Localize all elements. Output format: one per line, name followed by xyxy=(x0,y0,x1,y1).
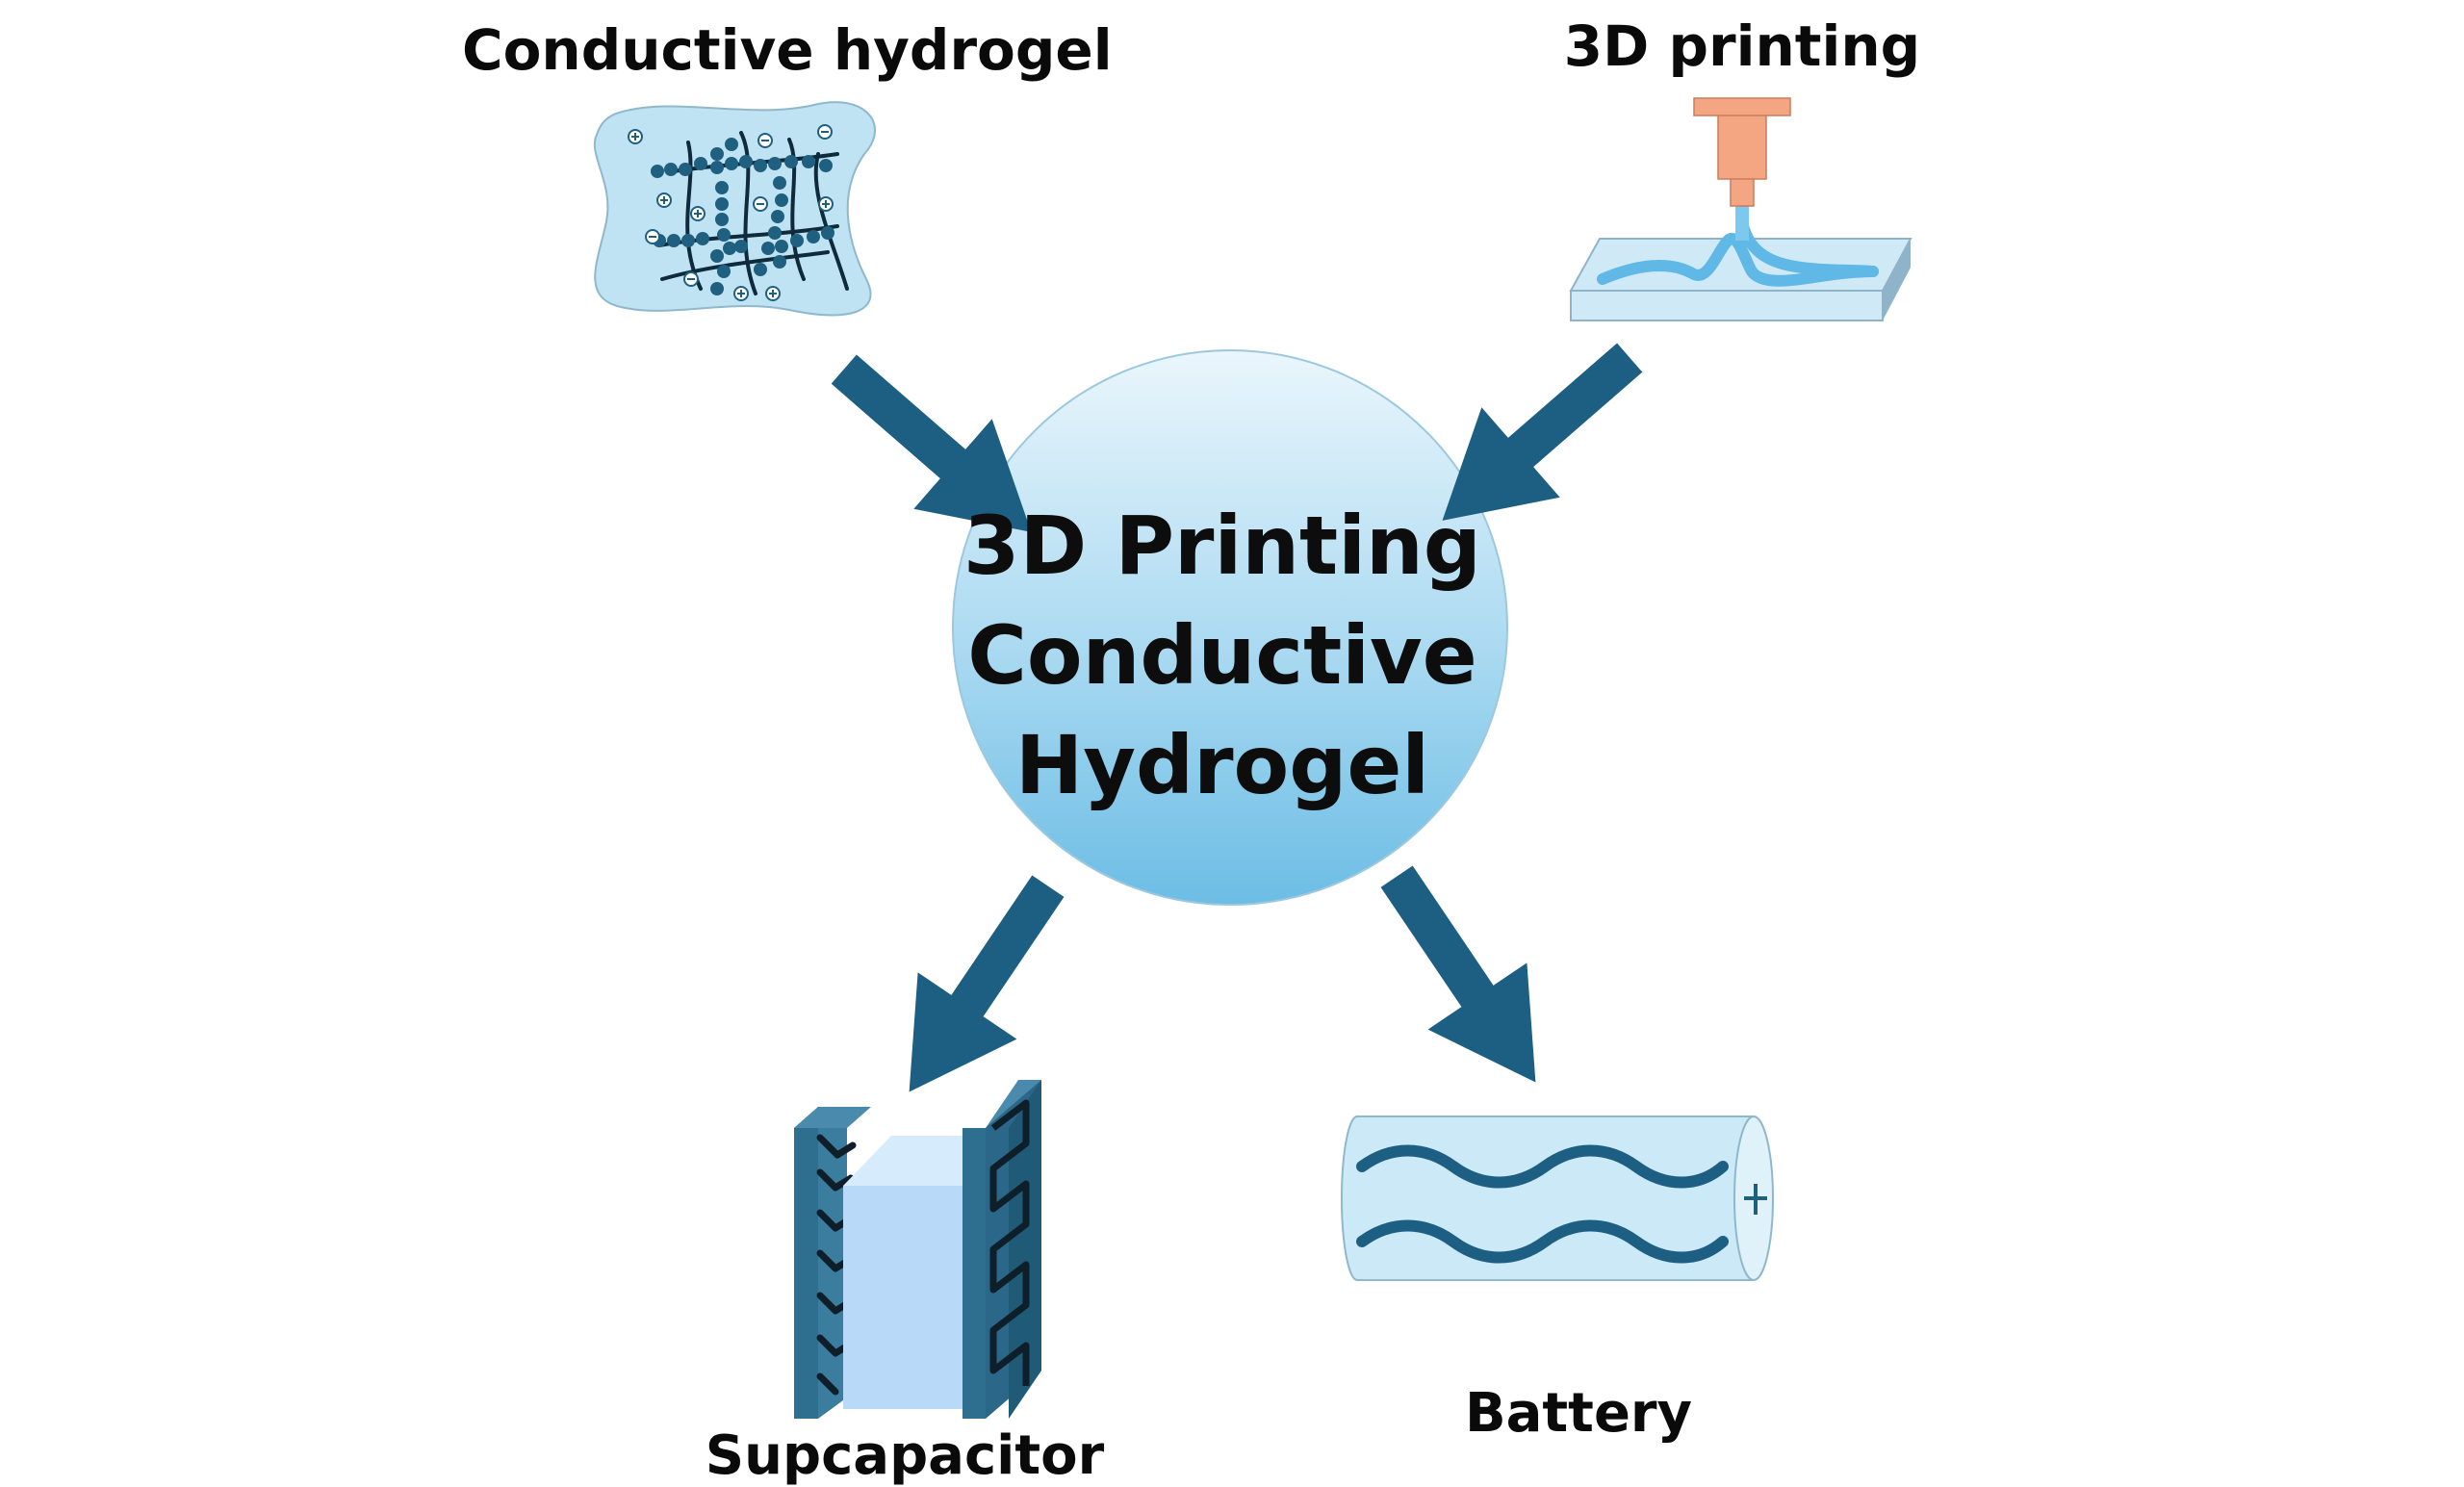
center-title-line-1: 3D Printing xyxy=(963,499,1481,593)
center-title-line-3: Hydrogel xyxy=(1014,718,1430,812)
hydrogel-blob xyxy=(593,101,876,317)
electrode-serpentine xyxy=(989,1099,1030,1386)
arrow-printing-to-center xyxy=(1442,343,1643,521)
battery-waves xyxy=(1356,1144,1729,1264)
label-supercapacitor: Supcapacitor xyxy=(705,1424,1105,1487)
label-conductive-hydrogel: Conductive hydrogel xyxy=(462,17,1113,83)
nozzle-body xyxy=(1717,113,1767,180)
printed-filament xyxy=(1597,216,1879,287)
center-title-line-2: Conductive xyxy=(967,608,1477,703)
separator-block xyxy=(843,1186,962,1409)
label-3d-printing: 3D printing xyxy=(1563,13,1921,79)
battery-illustration xyxy=(1341,1115,1774,1281)
center-title: 3D Printing Conductive Hydrogel xyxy=(924,491,1521,820)
arrow-center-to-supercapacitor xyxy=(909,875,1065,1092)
hydrogel-network-illustration xyxy=(593,101,876,317)
supercapacitor-illustration xyxy=(794,1080,1041,1419)
nozzle-tip xyxy=(1730,176,1755,207)
label-battery: Battery xyxy=(1464,1382,1693,1445)
battery-plus-icon xyxy=(1744,1184,1767,1215)
3d-printer-illustration xyxy=(1569,97,1912,321)
filament-feed xyxy=(1735,202,1749,241)
center-circle xyxy=(952,349,1508,906)
arrow-hydrogel-to-center xyxy=(831,354,1032,532)
arrow-center-to-battery xyxy=(1380,865,1536,1083)
nozzle-mount xyxy=(1693,97,1791,116)
